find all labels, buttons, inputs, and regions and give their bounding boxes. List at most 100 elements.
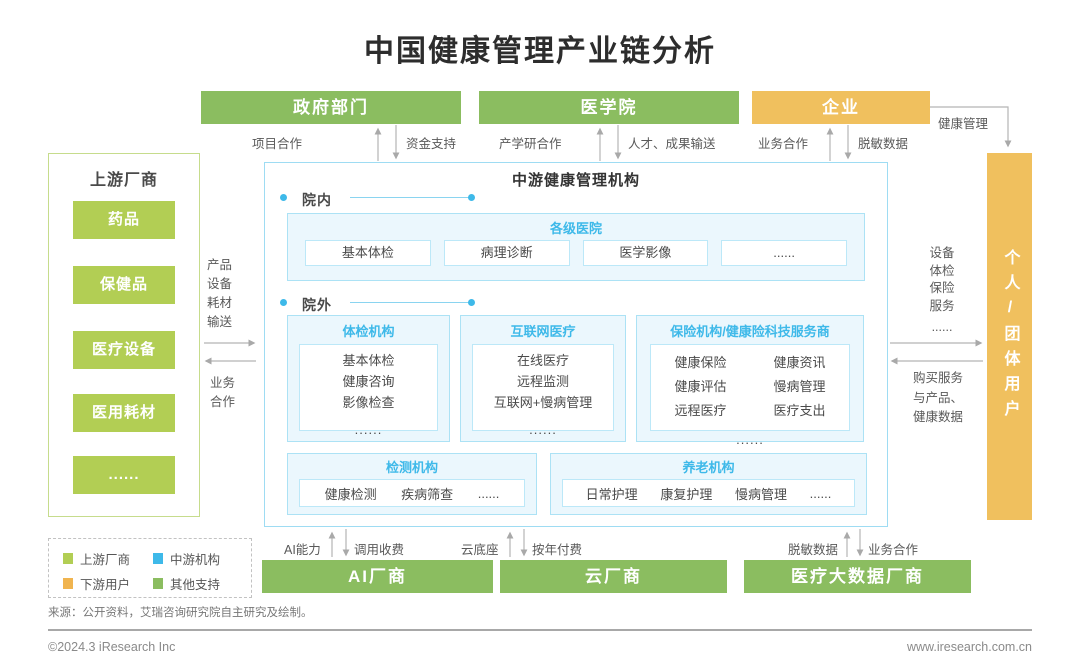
legend-swatch-midstream bbox=[153, 553, 163, 564]
legend-downstream: 下游用户 bbox=[63, 574, 130, 593]
label-line: 耗材 bbox=[207, 296, 233, 310]
insurance-item: 健康保险 bbox=[674, 355, 727, 370]
panel-upstream: 上游厂商 药品 保健品 医疗设备 医用耗材 ...... bbox=[48, 153, 200, 517]
upstream-item-more: ...... bbox=[73, 456, 175, 494]
legend-label: 下游用户 bbox=[80, 578, 131, 592]
testing-item: ...... bbox=[477, 485, 500, 501]
bullet-dot bbox=[468, 194, 475, 201]
hospitals-items: 基本体检 病理诊断 医学影像 ...... bbox=[288, 240, 864, 266]
panel-testing: 检测机构 健康检测 疾病筛查 ...... bbox=[287, 453, 537, 515]
label-line: 输送 bbox=[207, 315, 233, 329]
testing-item: 健康检测 bbox=[324, 486, 377, 502]
website-url: www.iresearch.com.cn bbox=[906, 640, 1032, 654]
label-industry-academia: 产学研合作 bbox=[499, 137, 562, 151]
legend-label: 上游厂商 bbox=[80, 553, 131, 567]
label-funding-support: 资金支持 bbox=[406, 137, 457, 151]
upstream-item-medical-devices: 医疗设备 bbox=[73, 331, 175, 369]
checkup-title: 体检机构 bbox=[342, 324, 395, 339]
insurance-items: 健康保险 健康资讯 健康评估 慢病管理 远程医疗 医疗支出 ...... bbox=[650, 344, 850, 447]
insurance-item: 医疗支出 bbox=[773, 403, 826, 418]
eldercare-title: 养老机构 bbox=[682, 460, 735, 475]
legend-swatch-upstream bbox=[63, 553, 73, 564]
checkup-item: 影像检查 bbox=[342, 395, 395, 410]
box-medical-school: 医学院 bbox=[479, 91, 739, 124]
bullet-line bbox=[350, 197, 470, 198]
box-government: 政府部门 bbox=[201, 91, 461, 124]
testing-title: 检测机构 bbox=[385, 460, 438, 475]
label-line: 服务 bbox=[929, 298, 955, 313]
internet-item: 远程监测 bbox=[516, 374, 569, 389]
hospitals-title: 各级医院 bbox=[549, 221, 602, 236]
legend-swatch-downstream bbox=[63, 578, 73, 589]
hospital-item: ...... bbox=[721, 240, 847, 266]
insurance-item: 健康评估 bbox=[674, 379, 727, 394]
box-individual-group-users: 个人/团体用户 bbox=[987, 153, 1032, 520]
panel-checkup: 体检机构 基本体检 健康咨询 影像检查 ...... bbox=[287, 315, 450, 442]
bullet-dot bbox=[280, 299, 287, 306]
upstream-item-drugs: 药品 bbox=[73, 201, 175, 239]
label-talent-output: 人才、成果输送 bbox=[628, 137, 716, 151]
in-hospital-label: 院内 bbox=[302, 192, 332, 208]
internet-medical-items: 在线医疗 远程监测 互联网+慢病管理 ...... bbox=[472, 344, 614, 437]
testing-item: 疾病筛查 bbox=[401, 486, 454, 502]
box-bigdata-vendors: 医疗大数据厂商 bbox=[744, 560, 971, 593]
label-line: 设备 bbox=[207, 277, 233, 291]
eldercare-item: ...... bbox=[809, 485, 832, 501]
hospital-item: 基本体检 bbox=[305, 240, 431, 266]
label-ai-capability: AI能力 bbox=[284, 543, 321, 557]
insurance-item: 慢病管理 bbox=[773, 379, 826, 394]
eldercare-items: 日常护理 康复护理 慢病管理 ...... bbox=[562, 479, 855, 507]
eldercare-item: 日常护理 bbox=[585, 486, 638, 502]
upstream-item-health-products: 保健品 bbox=[73, 266, 175, 304]
hospital-item: 病理诊断 bbox=[443, 240, 570, 266]
upstream-title: 上游厂商 bbox=[89, 172, 158, 189]
insurance-item: ...... bbox=[736, 432, 764, 447]
checkup-item: 基本体检 bbox=[342, 353, 395, 368]
insurance-title: 保险机构/健康险科技服务商 bbox=[670, 324, 830, 339]
label-line: 设备 bbox=[929, 246, 955, 260]
page-title: 中国健康管理产业链分析 bbox=[364, 35, 716, 68]
label-business-coop-bottom: 业务合作 bbox=[868, 543, 919, 557]
box-ai-vendors: AI厂商 bbox=[262, 560, 493, 593]
label-line: 体检 bbox=[929, 263, 955, 278]
testing-items: 健康检测 疾病筛查 ...... bbox=[299, 479, 525, 507]
box-enterprise: 企业 bbox=[752, 91, 930, 124]
label-purchase-from-user: 购买服务 与产品、 健康数据 bbox=[898, 369, 978, 428]
legend: 上游厂商 中游机构 下游用户 其他支持 bbox=[48, 538, 252, 598]
bullet-dot bbox=[468, 299, 475, 306]
footer-divider bbox=[48, 629, 1032, 631]
label-line: ...... bbox=[931, 320, 953, 334]
legend-swatch-support bbox=[153, 578, 163, 589]
internet-item: 在线医疗 bbox=[516, 353, 569, 368]
label-business-coop-left: 业务 合作 bbox=[210, 374, 235, 412]
label-annual-payment: 按年付费 bbox=[532, 543, 583, 557]
checkup-item: ...... bbox=[354, 422, 383, 437]
bullet-line bbox=[350, 302, 470, 303]
insurance-item: 健康资讯 bbox=[773, 355, 826, 370]
copyright: ©2024.3 iResearch Inc bbox=[48, 640, 176, 654]
legend-midstream: 中游机构 bbox=[153, 549, 220, 568]
panel-midstream: 中游健康管理机构 院内 各级医院 基本体检 病理诊断 医学影像 ...... 院… bbox=[264, 162, 888, 527]
internet-item: ...... bbox=[529, 422, 557, 437]
eldercare-item: 慢病管理 bbox=[735, 486, 788, 502]
label-desensitized-data-bottom: 脱敏数据 bbox=[788, 543, 839, 557]
legend-support: 其他支持 bbox=[153, 574, 220, 593]
user-box-label: 个人/团体用户 bbox=[1001, 248, 1019, 425]
panel-hospitals: 各级医院 基本体检 病理诊断 医学影像 ...... bbox=[287, 213, 865, 281]
checkup-item: 健康咨询 bbox=[342, 374, 395, 389]
internet-medical-title: 互联网医疗 bbox=[510, 324, 576, 339]
upstream-item-consumables: 医用耗材 bbox=[73, 394, 175, 432]
panel-insurance: 保险机构/健康险科技服务商 健康保险 健康资讯 健康评估 慢病管理 远程医疗 医… bbox=[636, 315, 864, 447]
midstream-title: 中游健康管理机构 bbox=[511, 172, 640, 189]
out-hospital-label: 院外 bbox=[302, 297, 332, 313]
hospital-item: 医学影像 bbox=[582, 240, 709, 266]
label-line: 合作 bbox=[210, 395, 236, 409]
label-cloud-base: 云底座 bbox=[461, 543, 499, 557]
label-call-fees: 调用收费 bbox=[354, 543, 405, 557]
box-cloud-vendors: 云厂商 bbox=[500, 560, 727, 593]
label-line: 与产品、 bbox=[912, 390, 963, 405]
label-line: 健康数据 bbox=[912, 410, 963, 424]
panel-eldercare: 养老机构 日常护理 康复护理 慢病管理 ...... bbox=[550, 453, 867, 515]
label-services-to-user: 设备 体检 保险 服务 ...... bbox=[914, 245, 970, 337]
